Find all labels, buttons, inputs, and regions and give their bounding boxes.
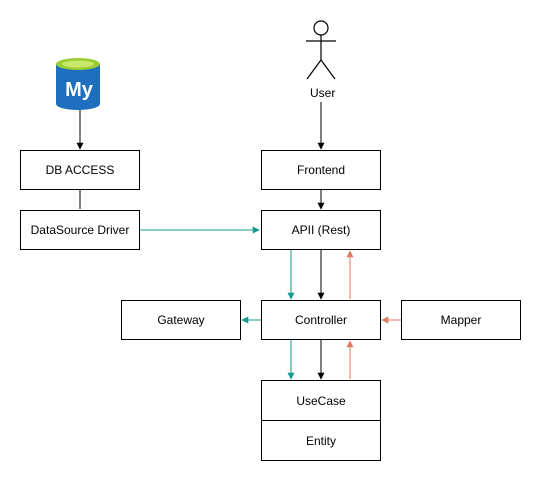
gateway-label: Gateway	[157, 313, 205, 327]
usecase-node: UseCase	[261, 380, 381, 421]
mysql-database-icon: My	[56, 58, 100, 110]
controller-label: Controller	[294, 313, 348, 327]
datasource-driver-node: DataSource Driver	[20, 210, 140, 250]
entity-label: Entity	[305, 433, 336, 448]
usecase-label: UseCase	[296, 393, 346, 408]
mapper-node: Mapper	[401, 300, 521, 340]
frontend-label: Frontend	[296, 163, 346, 177]
mapper-label: Mapper	[440, 313, 482, 327]
frontend-node: Frontend	[261, 150, 381, 190]
datasource-driver-label: DataSource Driver	[30, 223, 130, 237]
controller-node: Controller	[261, 300, 381, 340]
db-access-node: DB ACCESS	[20, 150, 140, 190]
api-rest-node: APII (Rest)	[261, 210, 381, 250]
entity-node: Entity	[261, 420, 381, 461]
stick-figure-actor-icon	[306, 20, 336, 80]
gateway-node: Gateway	[121, 300, 241, 340]
mysql-icon-text: My	[65, 79, 94, 101]
api-rest-label: APII (Rest)	[291, 223, 351, 237]
db-access-label: DB ACCESS	[45, 163, 115, 177]
user-actor-label: User	[309, 86, 337, 100]
